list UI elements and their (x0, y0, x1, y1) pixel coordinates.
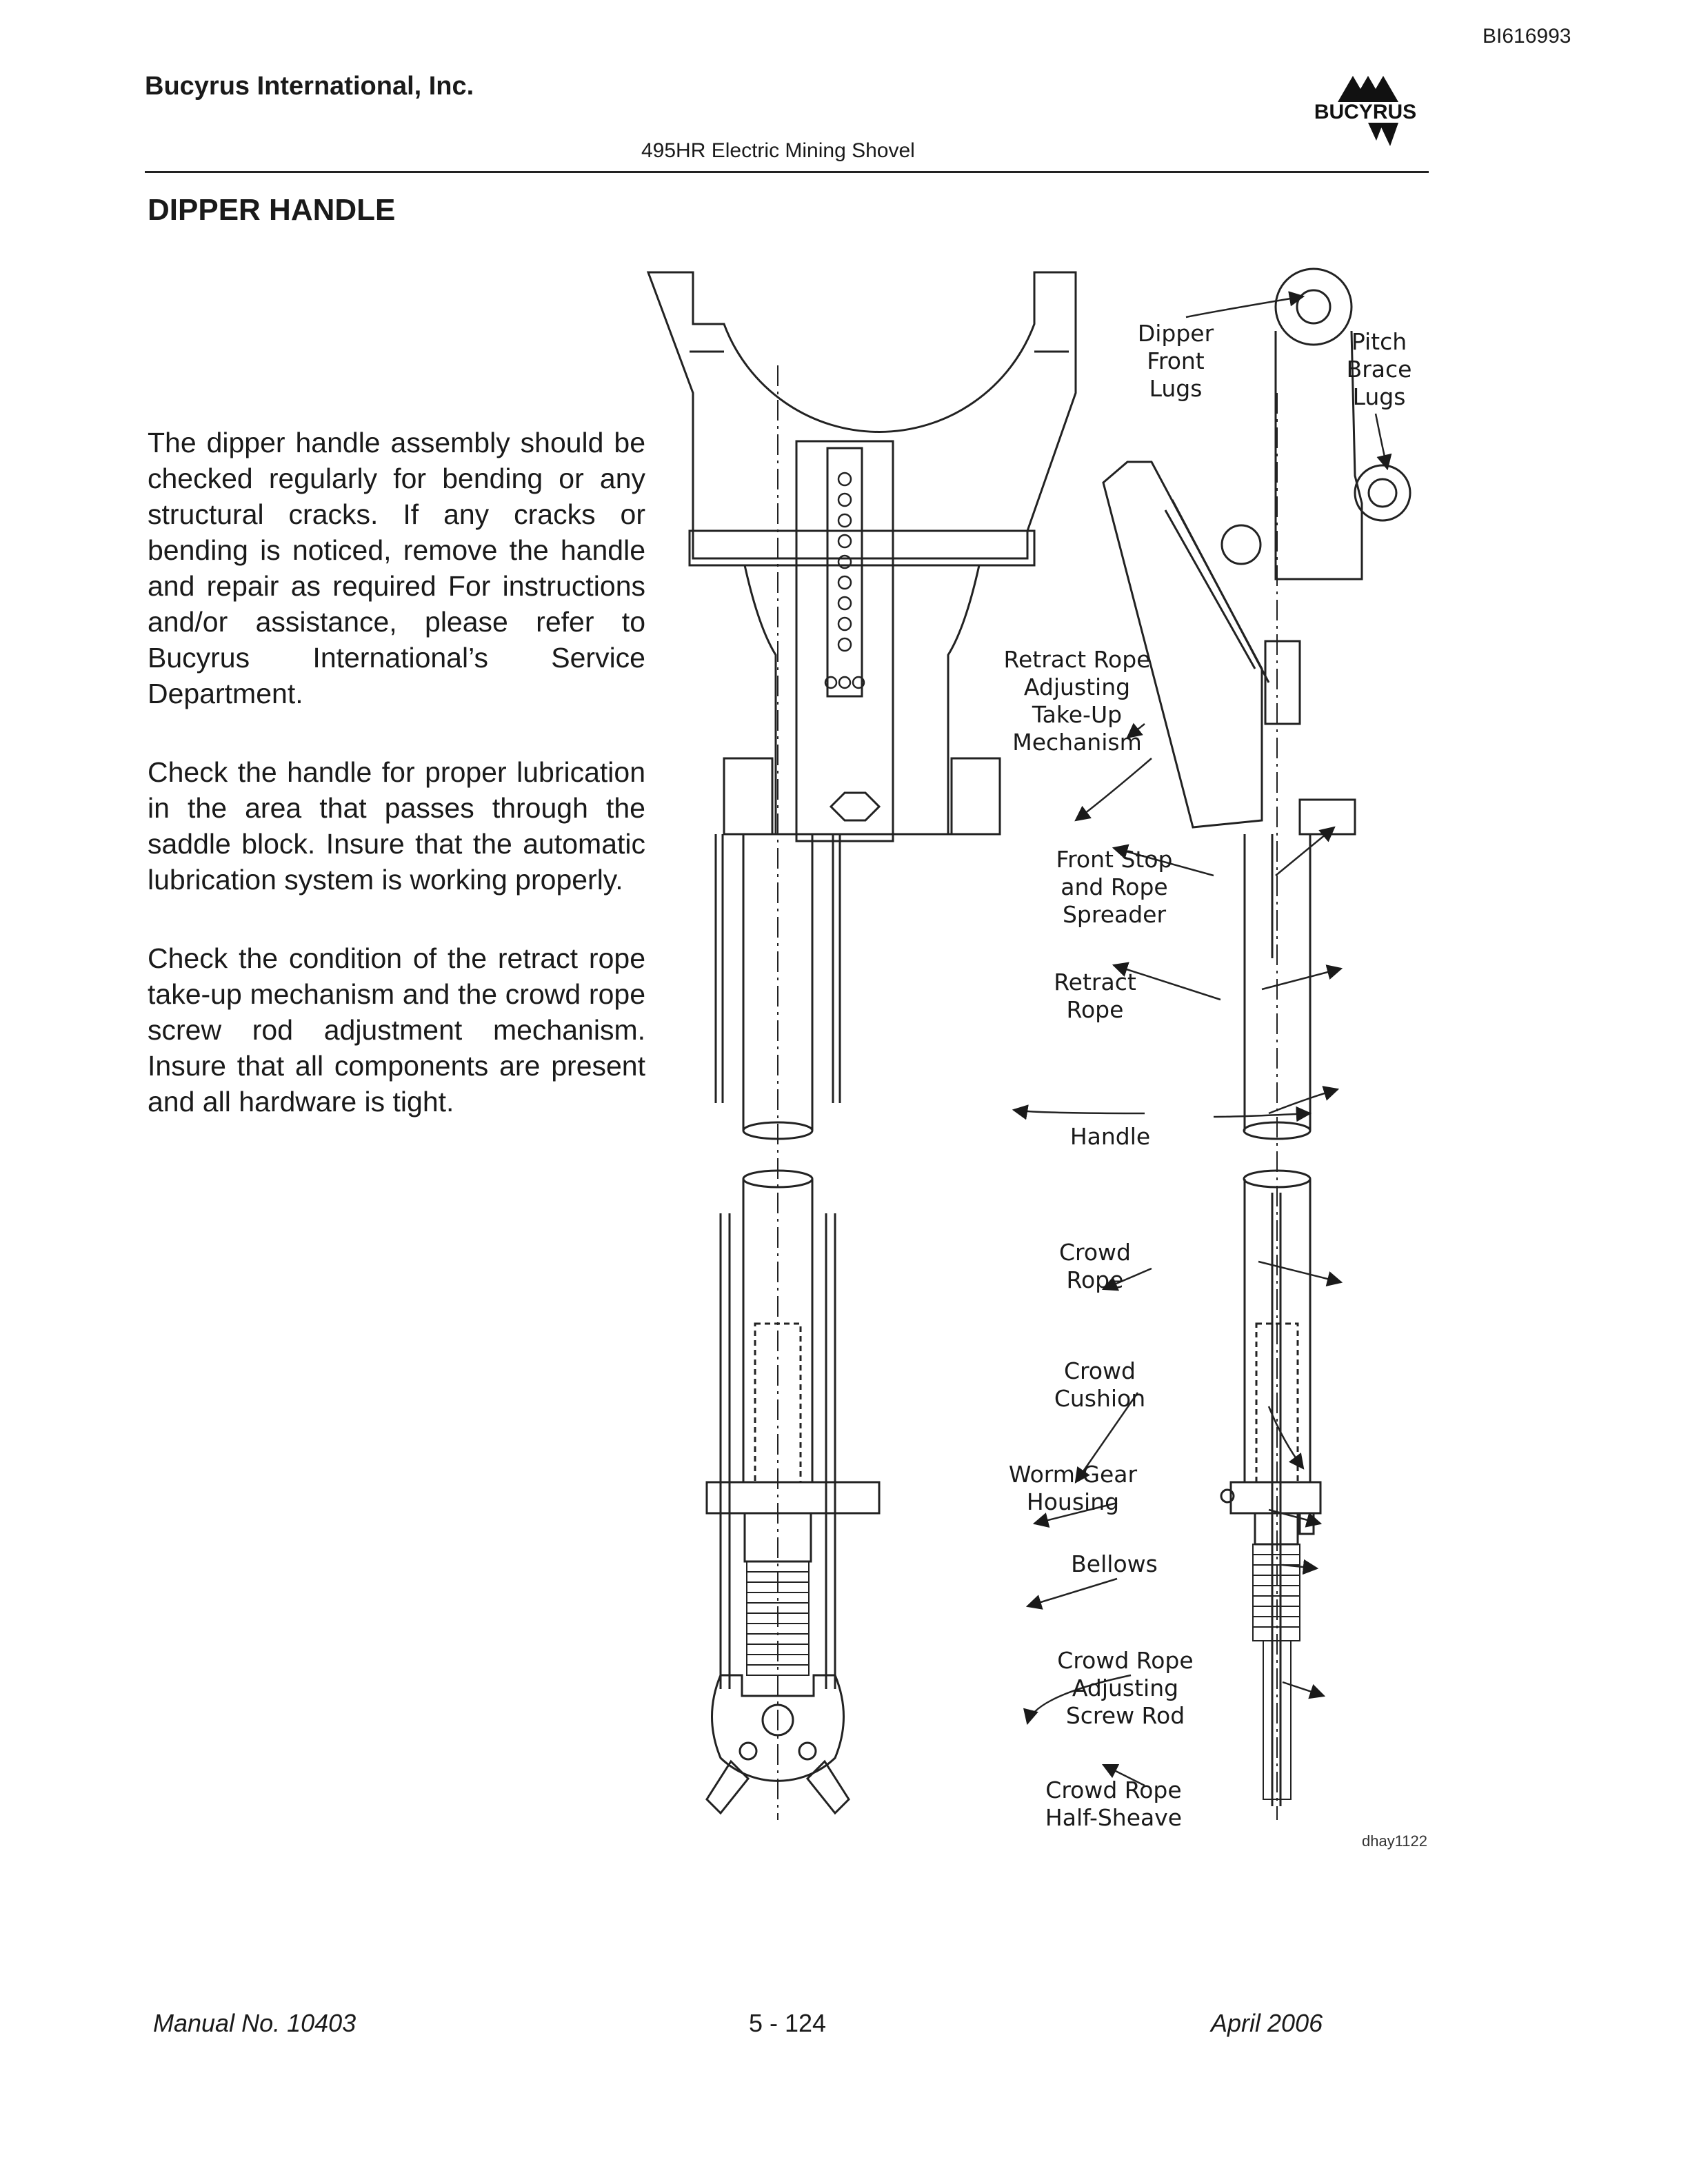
label-bellows: Bellows (1071, 1550, 1158, 1577)
label-screw-rod-3: Screw Rod (1066, 1702, 1185, 1729)
saddle-front-view (646, 271, 1077, 842)
pin-stack (824, 472, 865, 689)
label-worm-gear-1: Worm Gear (1009, 1461, 1138, 1488)
label-retract-rope-2: Rope (1067, 996, 1124, 1023)
label-retract-rope-1: Retract (1054, 969, 1136, 995)
label-dipper-front-lugs-2: Front (1147, 347, 1205, 374)
label-half-sheave-1: Crowd Rope (1045, 1777, 1181, 1803)
label-dipper-front-lugs-1: Dipper (1138, 320, 1214, 347)
label-front-stop-2: and Rope (1061, 873, 1167, 900)
footer-manual-number: Manual No. 10403 (153, 2009, 356, 2037)
label-screw-rod-1: Crowd Rope (1057, 1647, 1193, 1674)
side-view-upper (1102, 267, 1411, 836)
logo-text: BUCYRUS (1314, 101, 1416, 123)
label-pitch-brace-1: Pitch (1352, 328, 1407, 355)
label-retract-adjust-2: Adjusting (1024, 674, 1130, 700)
label-retract-adjust-3: Take-Up (1032, 701, 1122, 728)
label-half-sheave-2: Half-Sheave (1045, 1804, 1182, 1831)
label-crowd-rope-2: Rope (1067, 1266, 1124, 1293)
bucyrus-logo: BUCYRUS (1314, 76, 1416, 146)
label-front-stop-3: Spreader (1063, 901, 1167, 928)
half-sheave-front (705, 1674, 850, 1815)
leader-lines (1012, 291, 1392, 1787)
paragraph-inspection: The dipper handle assembly should be che… (148, 427, 645, 709)
document-id: BI616993 (1483, 25, 1571, 48)
label-crowd-cushion-2: Cushion (1054, 1385, 1145, 1412)
label-retract-adjust-4: Mechanism (1012, 729, 1141, 756)
handle-front-upper (714, 834, 841, 1140)
label-screw-rod-2: Adjusting (1072, 1675, 1178, 1701)
label-pitch-brace-2: Brace (1347, 356, 1412, 383)
document-subtitle: 495HR Electric Mining Shovel (641, 139, 915, 162)
label-handle: Handle (1070, 1123, 1150, 1150)
header-rule (145, 171, 1429, 173)
handle-front-lower (705, 1169, 881, 1689)
callout-labels: Dipper Front Lugs Pitch Brace Lugs Retra… (1004, 320, 1412, 1831)
label-crowd-rope-1: Crowd (1059, 1239, 1131, 1266)
footer-date: April 2006 (1211, 2009, 1323, 2037)
label-retract-adjust-1: Retract Rope (1004, 646, 1151, 673)
figure-id: dhay1122 (1362, 1832, 1427, 1850)
label-pitch-brace-3: Lugs (1353, 383, 1406, 410)
section-title: DIPPER HANDLE (148, 193, 396, 227)
handle-side-lower (1220, 1169, 1322, 1806)
paragraph-mechanism-check: Check the condition of the retract rope … (148, 942, 645, 1118)
company-name: Bucyrus International, Inc. (145, 72, 474, 101)
label-worm-gear-2: Housing (1027, 1488, 1119, 1515)
label-front-stop-1: Front Stop (1056, 846, 1173, 873)
label-dipper-front-lugs-3: Lugs (1149, 375, 1203, 402)
dipper-handle-diagram: Dipper Front Lugs Pitch Brace Lugs Retra… (646, 267, 1427, 1850)
paragraph-lubrication: Check the handle for proper lubrication … (148, 756, 645, 896)
label-crowd-cushion-1: Crowd (1064, 1357, 1136, 1384)
footer-page-number: 5 - 124 (749, 2009, 827, 2037)
